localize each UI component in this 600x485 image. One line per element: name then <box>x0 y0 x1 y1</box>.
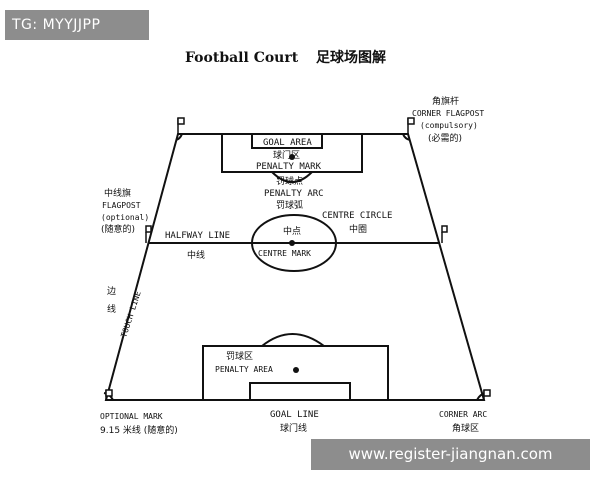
goal-area-bottom <box>249 382 351 401</box>
label-halfway-flagpost: FLAGPOST <box>102 201 141 210</box>
label-penalty-area-zh: 罚球区 <box>226 350 253 362</box>
halfway-flagpost-right <box>441 225 448 243</box>
label-penalty-arc: PENALTY ARC <box>264 189 324 199</box>
label-corner-flagpost-zh: 角旗杆 <box>432 95 459 107</box>
corner-flagpost-bottom-right <box>483 389 491 400</box>
label-optional-mark-zh: 9.15 米线 (随意的) <box>100 424 178 436</box>
corner-arc-top-left <box>175 133 183 141</box>
label-corner-flagpost: CORNER FLAGPOST <box>412 109 484 118</box>
corner-arc-top-right <box>402 133 411 141</box>
label-centre-mark: CENTRE MARK <box>258 249 311 258</box>
centre-mark <box>289 240 295 246</box>
title-chinese: 足球场图解 <box>316 49 386 66</box>
label-halfway-line-zh: 中线 <box>187 249 205 261</box>
label-goal-line: GOAL LINE <box>270 410 319 420</box>
label-optional-mark: OPTIONAL MARK <box>100 412 163 421</box>
penalty-mark-bottom <box>293 367 299 373</box>
penalty-arc-bottom <box>261 333 325 347</box>
label-centre-point-zh: 中点 <box>283 225 301 237</box>
label-corner-arc: CORNER ARC <box>439 410 487 419</box>
label-touch-line-zh-1: 边 <box>107 286 116 297</box>
label-centre-circle-zh: 中圈 <box>349 223 367 235</box>
label-compulsory: (compulsory) <box>420 121 478 130</box>
watermark-bottom-right: www.register-jiangnan.com <box>311 439 590 470</box>
watermark-top-left: TG: MYYJJPP <box>5 10 149 40</box>
label-penalty-mark: PENALTY MARK <box>256 162 322 172</box>
label-optional: (optional) <box>101 213 149 222</box>
label-centre-circle: CENTRE CIRCLE <box>322 211 392 221</box>
label-touch-line: TOUCH LINE <box>119 290 142 339</box>
centre-circle <box>251 214 337 272</box>
penalty-area-top <box>221 133 363 173</box>
halfway-flagpost-left <box>145 225 152 243</box>
label-compulsory-zh: (必需的) <box>428 132 462 144</box>
label-halfway-line: HALFWAY LINE <box>165 231 230 241</box>
label-penalty-arc-zh: 罚球弧 <box>276 199 303 211</box>
corner-flagpost-bottom-left <box>105 389 113 400</box>
label-penalty-area: PENALTY AREA <box>215 365 273 374</box>
corner-flagpost-top-right <box>407 117 415 134</box>
label-touch-line-zh-2: 线 <box>107 303 116 315</box>
label-goal-area: GOAL AREA <box>263 138 312 148</box>
label-goal-line-zh: 球门线 <box>280 422 307 434</box>
label-optional-zh: (随意的) <box>101 223 135 235</box>
label-halfway-flag-zh: 中线旗 <box>104 187 131 199</box>
label-goal-area-zh: 球门区 <box>273 149 300 161</box>
label-corner-arc-zh: 角球区 <box>452 422 479 434</box>
field-boundary <box>104 133 486 401</box>
label-penalty-mark-zh: 罚球点 <box>276 175 303 187</box>
penalty-mark-top <box>289 154 295 160</box>
corner-flagpost-top-left <box>177 117 185 134</box>
title-english: Football Court <box>185 50 299 66</box>
penalty-arc-top <box>271 171 313 183</box>
